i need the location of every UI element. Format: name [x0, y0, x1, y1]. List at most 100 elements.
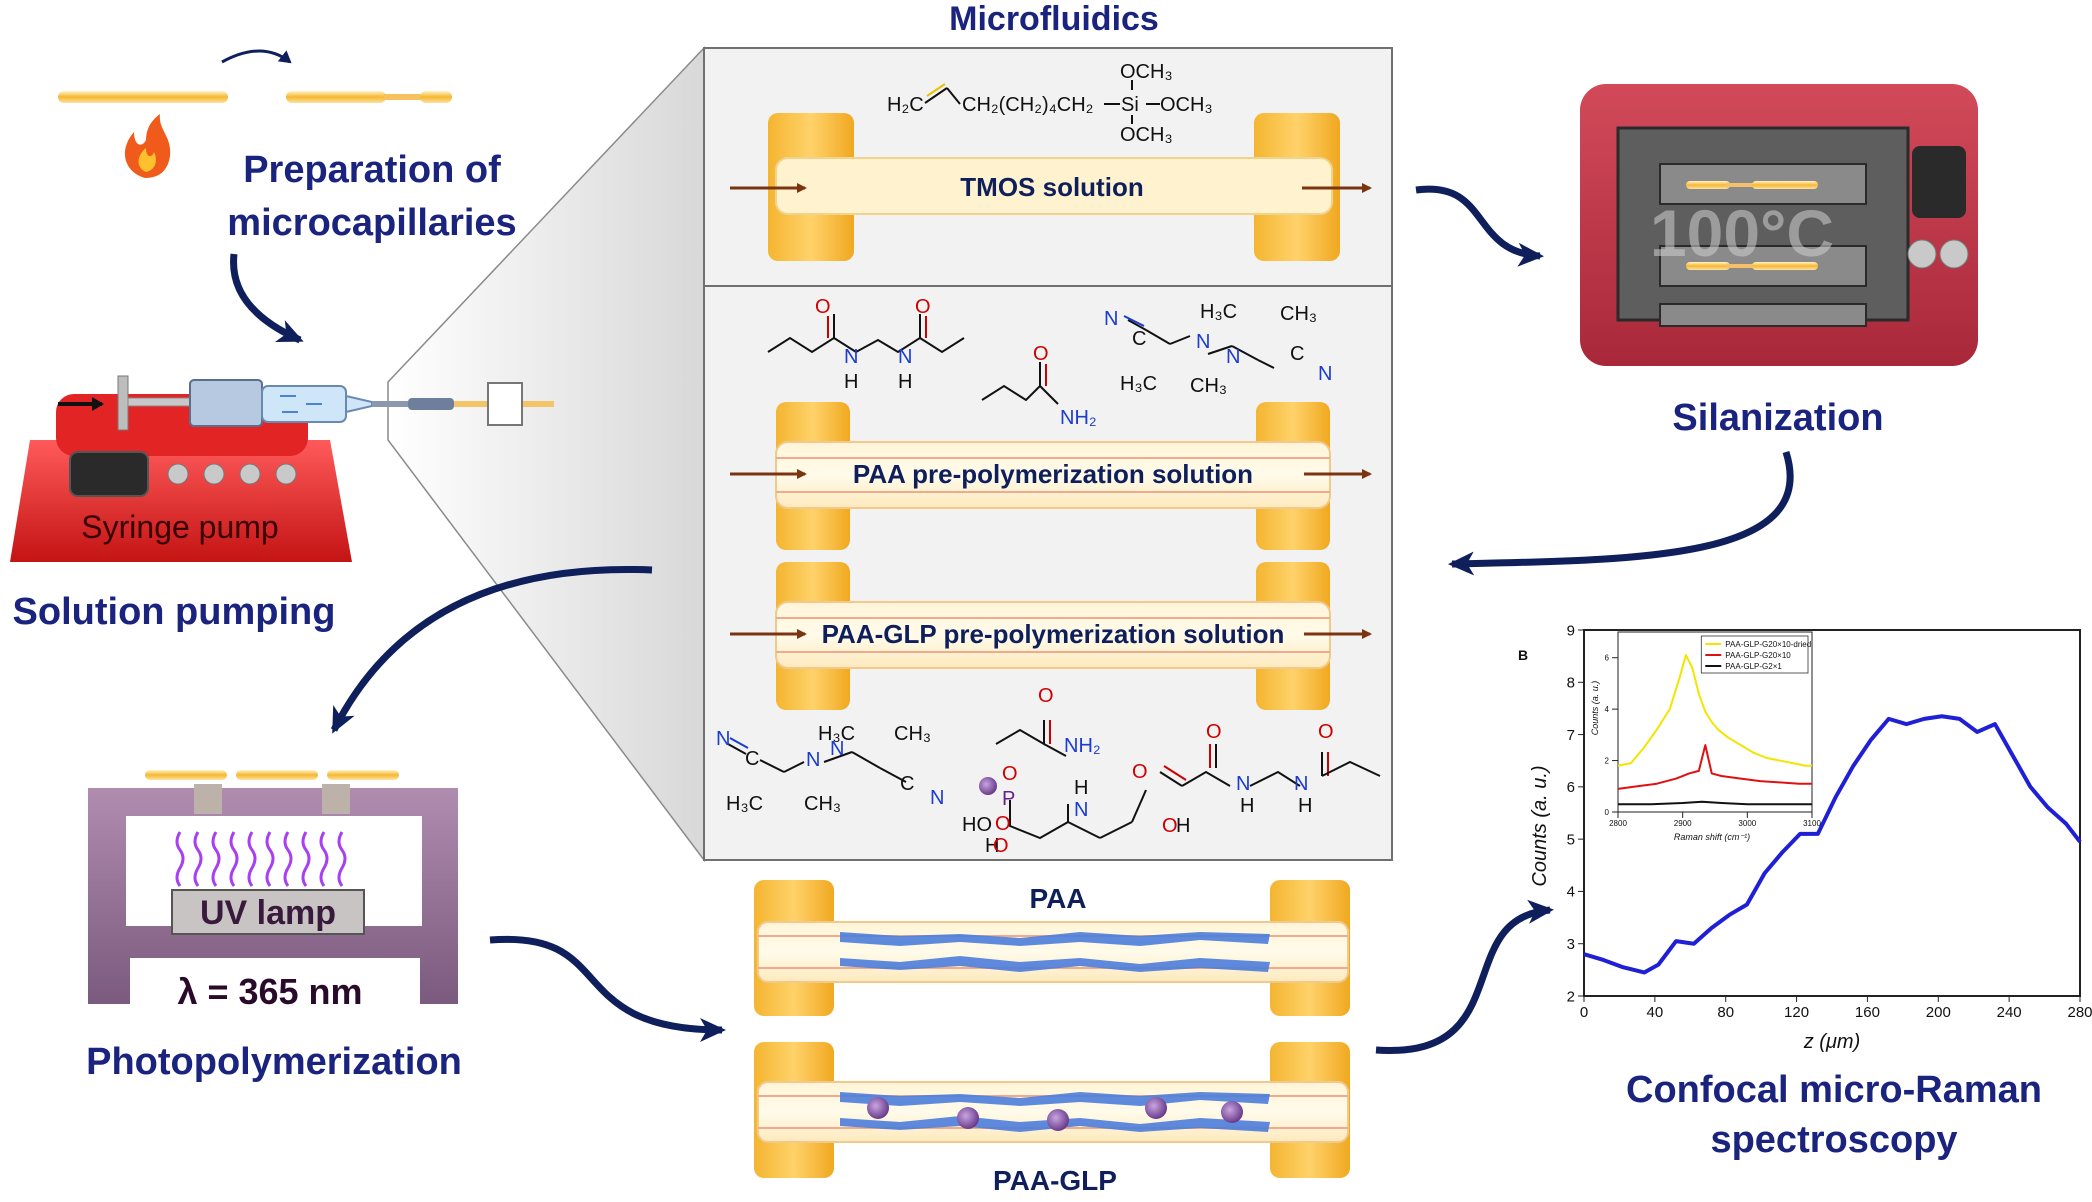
atom-n-10: N [930, 787, 944, 809]
tmos-och3-bottom: OCH₃ [1120, 124, 1173, 146]
atom-h-7: H [1298, 795, 1312, 817]
tmos-och3-top: OCH₃ [1120, 61, 1173, 83]
atom-ch3-2: CH₃ [1280, 303, 1317, 325]
legend-label: PAA-GLP-G2×1 [1725, 662, 1782, 671]
paaglp-prepolymer-capillary: PAA-GLP pre-polymerization solution [730, 562, 1372, 710]
prep-line1: Preparation of [243, 149, 501, 191]
y-tick-label: 5 [1567, 831, 1575, 848]
y-tick-label: 4 [1605, 705, 1610, 714]
inset-series [1617, 654, 1812, 806]
raman-line1: Confocal micro-Raman [1626, 1069, 2042, 1111]
x-tick-label: 2800 [1609, 819, 1627, 828]
atom-ch3-3: CH₃ [894, 723, 931, 745]
tmos-si: Si [1121, 94, 1139, 116]
tmos-och3-right: OCH₃ [1160, 94, 1213, 116]
paa-prepolymer-capillary: PAA pre-polymerization solution [730, 402, 1372, 550]
y-tick-label: 7 [1567, 727, 1575, 744]
monomer-molecules-bottom [727, 720, 1381, 840]
x-tick-label: 80 [1717, 1004, 1734, 1021]
atom-n-5: N [1226, 346, 1240, 368]
atom-h3c-2: H₃C [1200, 301, 1237, 323]
atom-o-10: O [1206, 721, 1222, 743]
x-tick-label: 280 [2067, 1004, 2092, 1021]
microfluidics-title: Microfluidics [949, 0, 1159, 38]
x-tick-label: 3000 [1738, 819, 1756, 828]
atom-o-9: O [1162, 815, 1178, 837]
tmos-capillary: TMOS solution [730, 113, 1372, 261]
series-line [1617, 744, 1812, 790]
main-series [1583, 714, 2082, 975]
inset-x-ticks: 2800 2900 3000 3100 [1609, 812, 1821, 828]
x-tick-label: 2900 [1674, 819, 1692, 828]
atom-o-8: O [1132, 761, 1148, 783]
atom-c-4: C [900, 773, 914, 795]
silanization-oven: 100°C [1580, 84, 1978, 366]
atom-o-5: O [1002, 763, 1018, 785]
paaglp-hydrogel-capillary: PAA-GLP [754, 1042, 1350, 1196]
tmos-chain: CH₂(CH₂)₄CH₂ [962, 94, 1093, 116]
oven-temp-label: 100°C [1650, 196, 1834, 270]
y-tick-label: 3 [1567, 936, 1575, 953]
y-tick-label: 8 [1567, 675, 1575, 692]
atom-n-1: N [844, 346, 858, 368]
atom-ho: HO [962, 814, 992, 836]
atom-n-9: N [830, 738, 844, 760]
arrow-tmos-to-oven [1415, 185, 1544, 267]
inset-x-axis-label: Raman shift (cm⁻¹) [1674, 832, 1750, 842]
inset-y-axis-label: Counts (a. u.) [1590, 681, 1600, 736]
atom-o-1: O [815, 296, 831, 318]
atom-h-2: H [898, 371, 912, 393]
y-tick-label: 9 [1567, 622, 1575, 639]
y-tick-label: 2 [1605, 756, 1610, 765]
x-tick-label: 0 [1580, 1004, 1588, 1021]
atom-h3c-1: H₃C [1120, 373, 1157, 395]
x-tick-label: 120 [1784, 1004, 1809, 1021]
uv-lamp-label: UV lamp [200, 894, 336, 932]
atom-h3c-3: H₃C [818, 723, 855, 745]
arrow-uv-to-hydrogels [489, 935, 726, 1042]
x-tick-label: 3100 [1803, 819, 1821, 828]
x-tick-label: 40 [1647, 1004, 1664, 1021]
atom-nh2-1: NH₂ [1060, 407, 1097, 429]
raman-line2: spectroscopy [1710, 1119, 1957, 1161]
y-tick-label: 4 [1567, 884, 1575, 901]
uv-photoreactor: UV lamp λ = 365 nm [88, 770, 458, 1012]
atom-n-4: N [1196, 331, 1210, 353]
glyphosate-dot-icon [979, 777, 997, 795]
tmos-solution-label: TMOS solution [960, 172, 1143, 202]
solution-pumping-label: Solution pumping [13, 591, 336, 633]
syringe-pump-label: Syringe pump [81, 509, 278, 545]
atom-n-13: N [1294, 773, 1308, 795]
atom-h3c-4: H₃C [726, 793, 763, 815]
main-y-axis-label: Counts (a. u.) [1529, 765, 1551, 886]
series-line [1618, 800, 1812, 806]
atom-ch3-4: CH₃ [804, 793, 841, 815]
paaglp-solution-label: PAA-GLP pre-polymerization solution [822, 619, 1285, 649]
atom-h-1: H [844, 371, 858, 393]
atom-nh2-2: NH₂ [1064, 735, 1101, 757]
atom-n-6: N [1318, 363, 1332, 385]
atom-n-7: N [716, 728, 730, 750]
legend-label: PAA-GLP-G20×10 [1725, 651, 1791, 660]
arrow-hydrogels-to-raman [1375, 899, 1554, 1054]
atom-h-3: H [985, 835, 999, 857]
tmos-molecule: H₂C CH₂(CH₂)₄CH₂ Si OCH₃ OCH₃ OCH₃ [887, 61, 1213, 146]
y-tick-label: 2 [1567, 988, 1575, 1005]
atom-p: P [1002, 788, 1015, 810]
silanization-label: Silanization [1672, 397, 1883, 439]
atom-n-3: N [1104, 308, 1118, 330]
arrow-prep-to-pump [230, 253, 304, 344]
atom-o-3: O [1033, 343, 1049, 365]
series-line [1583, 714, 2082, 975]
atom-c-1: C [1132, 328, 1146, 350]
x-tick-label: 160 [1855, 1004, 1880, 1021]
syringe-pump: Syringe pump [10, 375, 554, 562]
tmos-h2c: H₂C [887, 94, 924, 116]
atom-c-2: C [1290, 343, 1304, 365]
microcapillary-preparation: Preparation of microcapillaries [58, 49, 517, 244]
arrow-pump-to-uv [330, 565, 653, 734]
